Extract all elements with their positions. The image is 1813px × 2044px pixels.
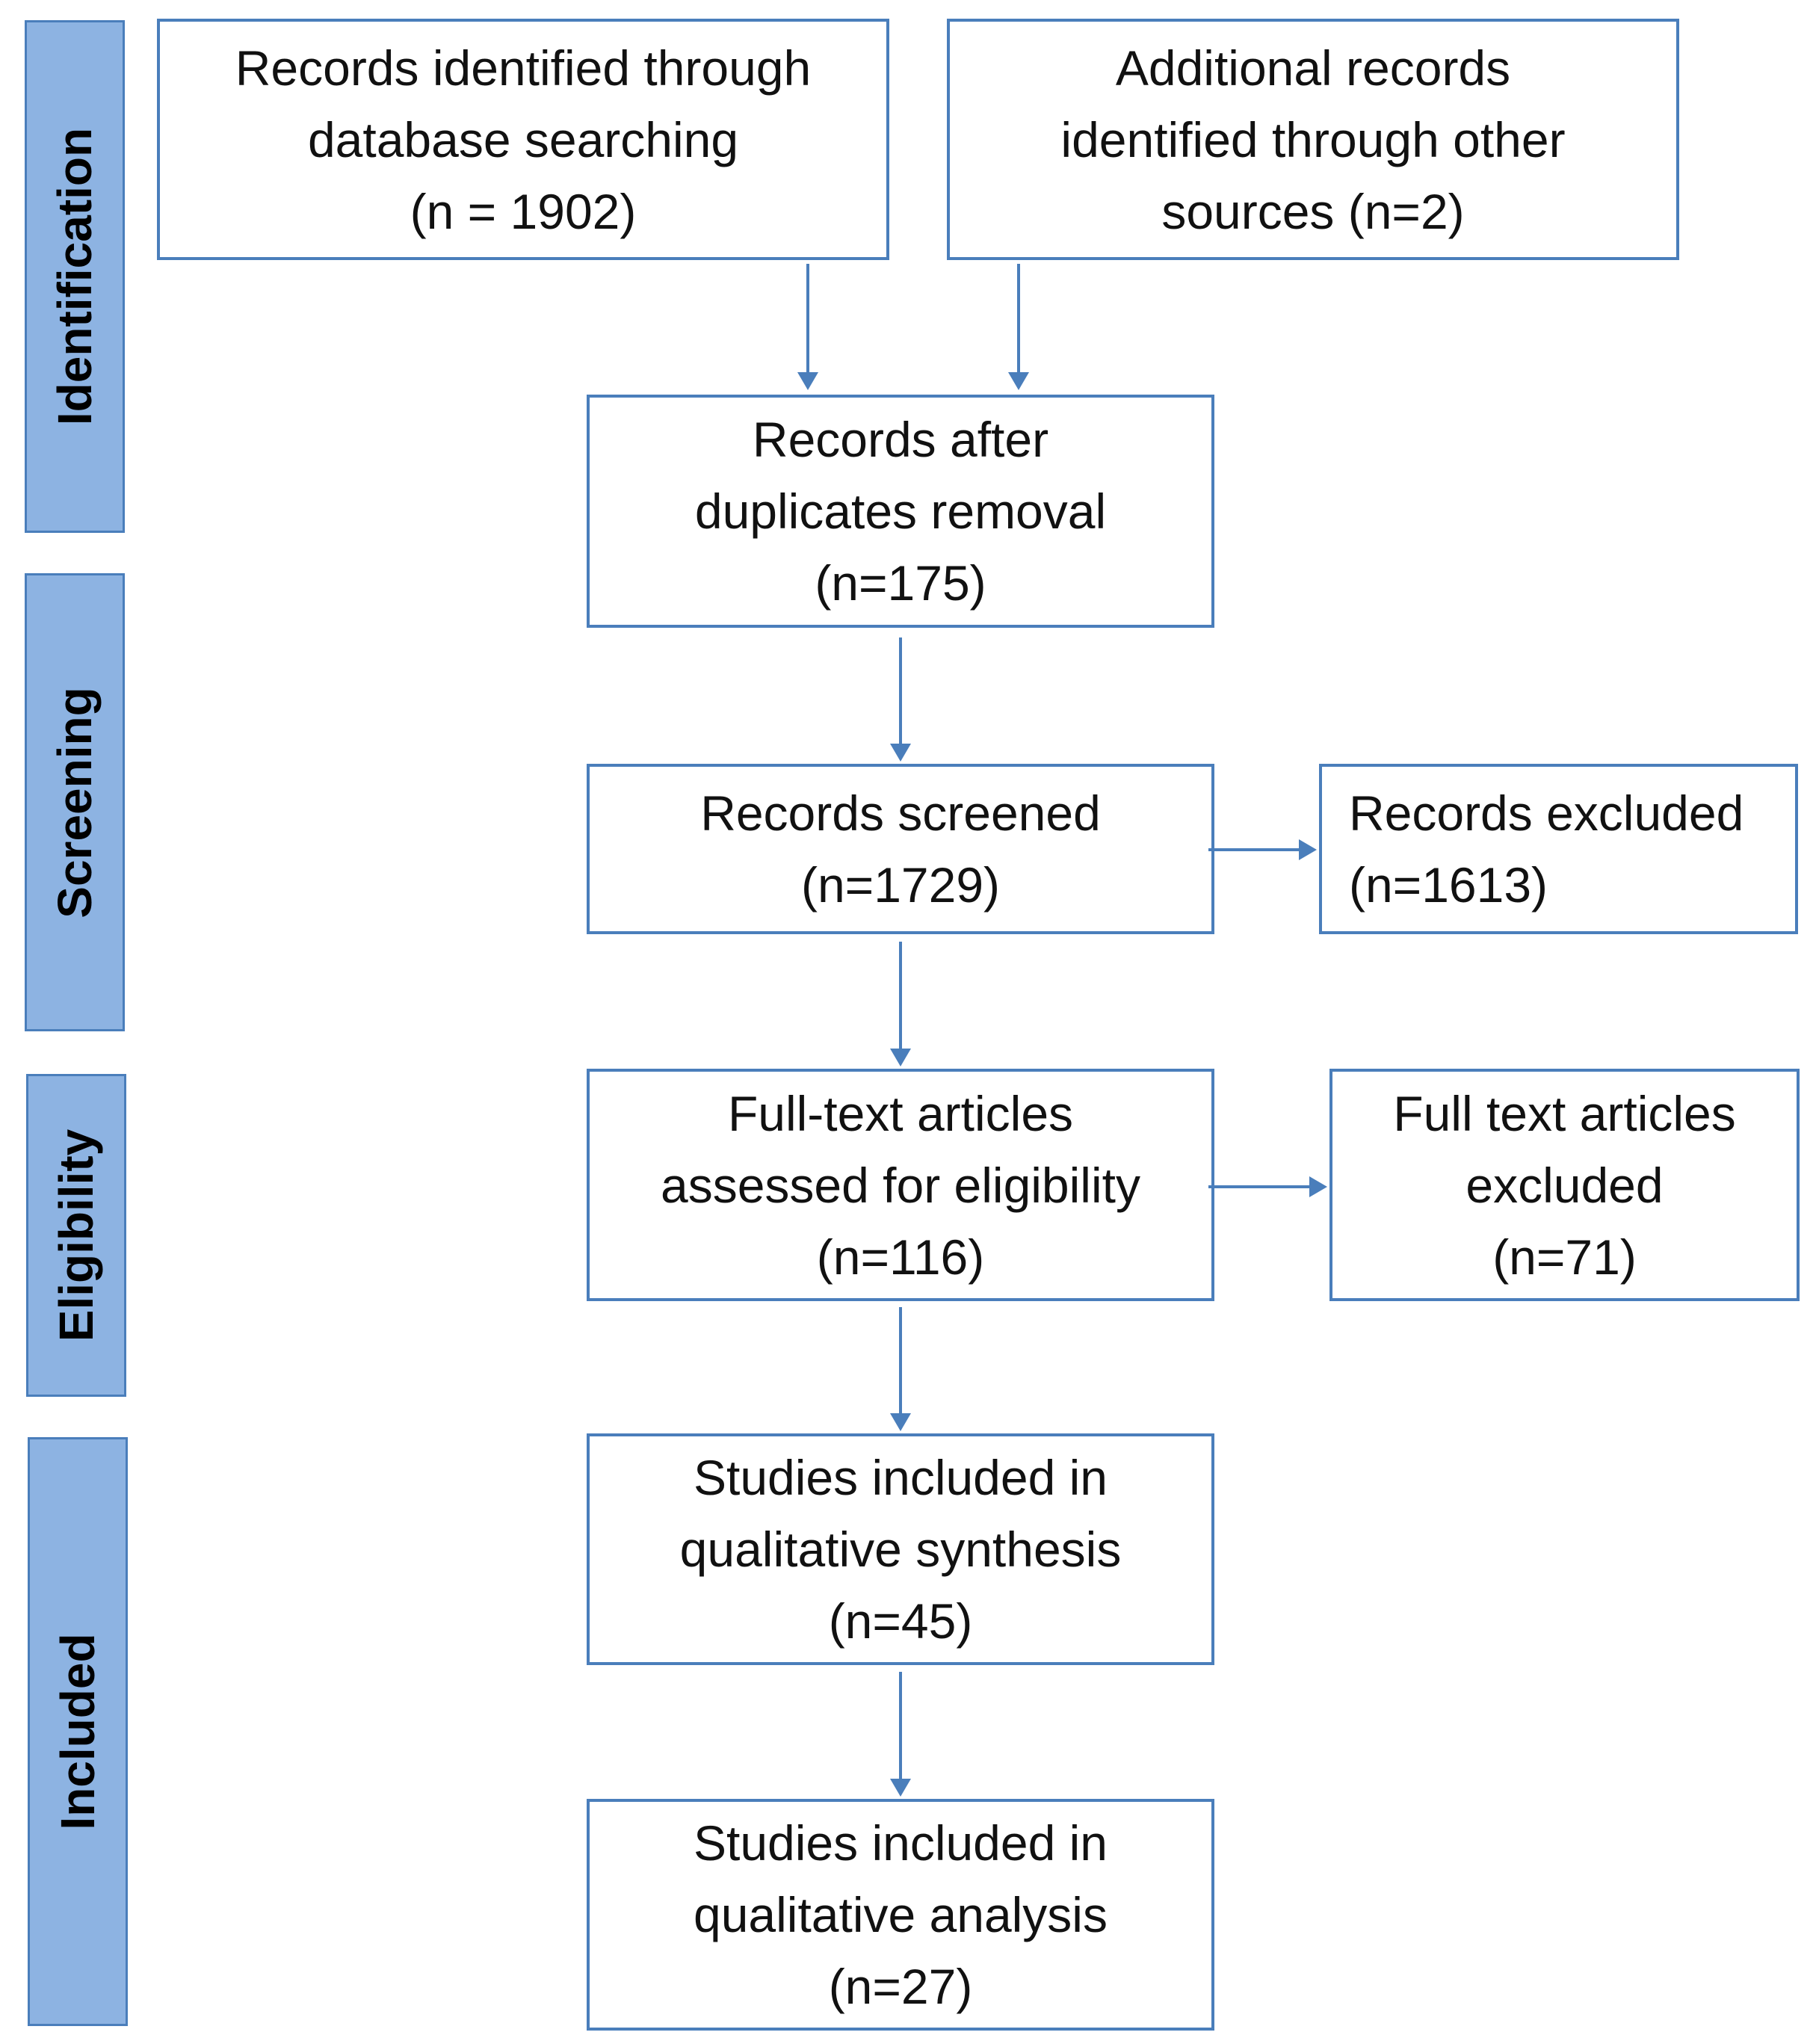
box-fulltext-excluded-line-3: (n=71) [1492, 1229, 1637, 1285]
box-fulltext-excluded-line-1: Full text articles [1393, 1085, 1736, 1141]
box-after-duplicates: Records after duplicates removal (n=175) [587, 395, 1214, 628]
box-records-excluded-line-2: (n=1613) [1349, 857, 1548, 913]
box-qualitative-synthesis-line-3: (n=45) [828, 1593, 973, 1649]
stage-included: Included [28, 1437, 128, 2026]
box-other-records-line-3: sources (n=2) [1161, 183, 1465, 239]
box-qualitative-synthesis: Studies included in qualitative synthesi… [587, 1433, 1214, 1665]
box-other-records-line-2: identified through other [1060, 111, 1566, 167]
box-records-excluded-line-1: Records excluded [1349, 785, 1744, 841]
stage-identification: Identification [25, 20, 125, 533]
box-qualitative-synthesis-line-1: Studies included in [693, 1450, 1108, 1505]
arrowhead-duplicates-to-screened [890, 744, 911, 762]
box-after-duplicates-line-2: duplicates removal [694, 484, 1107, 539]
box-after-duplicates-line-1: Records after [752, 412, 1049, 467]
box-qualitative-analysis: Studies included in qualitative analysis… [587, 1799, 1214, 2031]
arrowhead-other-to-duplicates [1008, 372, 1029, 390]
box-fulltext-assessed: Full-text articles assessed for eligibil… [587, 1069, 1214, 1301]
stage-label-identification: Identification [48, 127, 102, 426]
box-fulltext-assessed-line-2: assessed for eligibility [661, 1157, 1140, 1213]
box-database-records-line-2: database searching [307, 111, 739, 167]
box-fulltext-excluded: Full text articles excluded (n=71) [1329, 1069, 1800, 1301]
box-database-records: Records identified through database sear… [157, 19, 889, 260]
box-records-screened: Records screened (n=1729) [587, 764, 1214, 934]
stage-screening: Screening [25, 573, 125, 1031]
stage-label-screening: Screening [48, 686, 102, 918]
box-qualitative-analysis-line-1: Studies included in [693, 1815, 1108, 1871]
box-records-screened-line-1: Records screened [700, 785, 1101, 841]
arrowhead-fulltext-to-synthesis [890, 1413, 911, 1431]
box-qualitative-analysis-line-3: (n=27) [828, 1959, 973, 2014]
arrowhead-fulltext-to-excluded [1309, 1176, 1327, 1197]
box-other-records-line-1: Additional records [1115, 40, 1511, 96]
arrowhead-database-to-duplicates [797, 372, 818, 390]
box-database-records-line-3: (n = 1902) [410, 183, 637, 239]
box-fulltext-assessed-line-3: (n=116) [816, 1229, 985, 1285]
stage-label-included: Included [51, 1633, 105, 1830]
arrowhead-screened-to-fulltext [890, 1049, 911, 1066]
arrowhead-screened-to-excluded [1299, 839, 1317, 860]
stage-eligibility: Eligibility [26, 1074, 126, 1397]
box-records-excluded: Records excluded (n=1613) [1319, 764, 1798, 934]
box-other-records: Additional records identified through ot… [947, 19, 1679, 260]
box-fulltext-excluded-line-2: excluded [1465, 1157, 1664, 1213]
box-qualitative-analysis-line-2: qualitative analysis [694, 1887, 1108, 1942]
box-fulltext-assessed-line-1: Full-text articles [727, 1085, 1074, 1141]
stage-label-eligibility: Eligibility [49, 1128, 103, 1342]
box-records-screened-line-2: (n=1729) [800, 857, 1001, 913]
box-qualitative-synthesis-line-2: qualitative synthesis [679, 1522, 1122, 1577]
box-after-duplicates-line-3: (n=175) [815, 555, 986, 611]
arrowhead-synthesis-to-analysis [890, 1779, 911, 1797]
box-database-records-line-1: Records identified through [235, 40, 812, 96]
